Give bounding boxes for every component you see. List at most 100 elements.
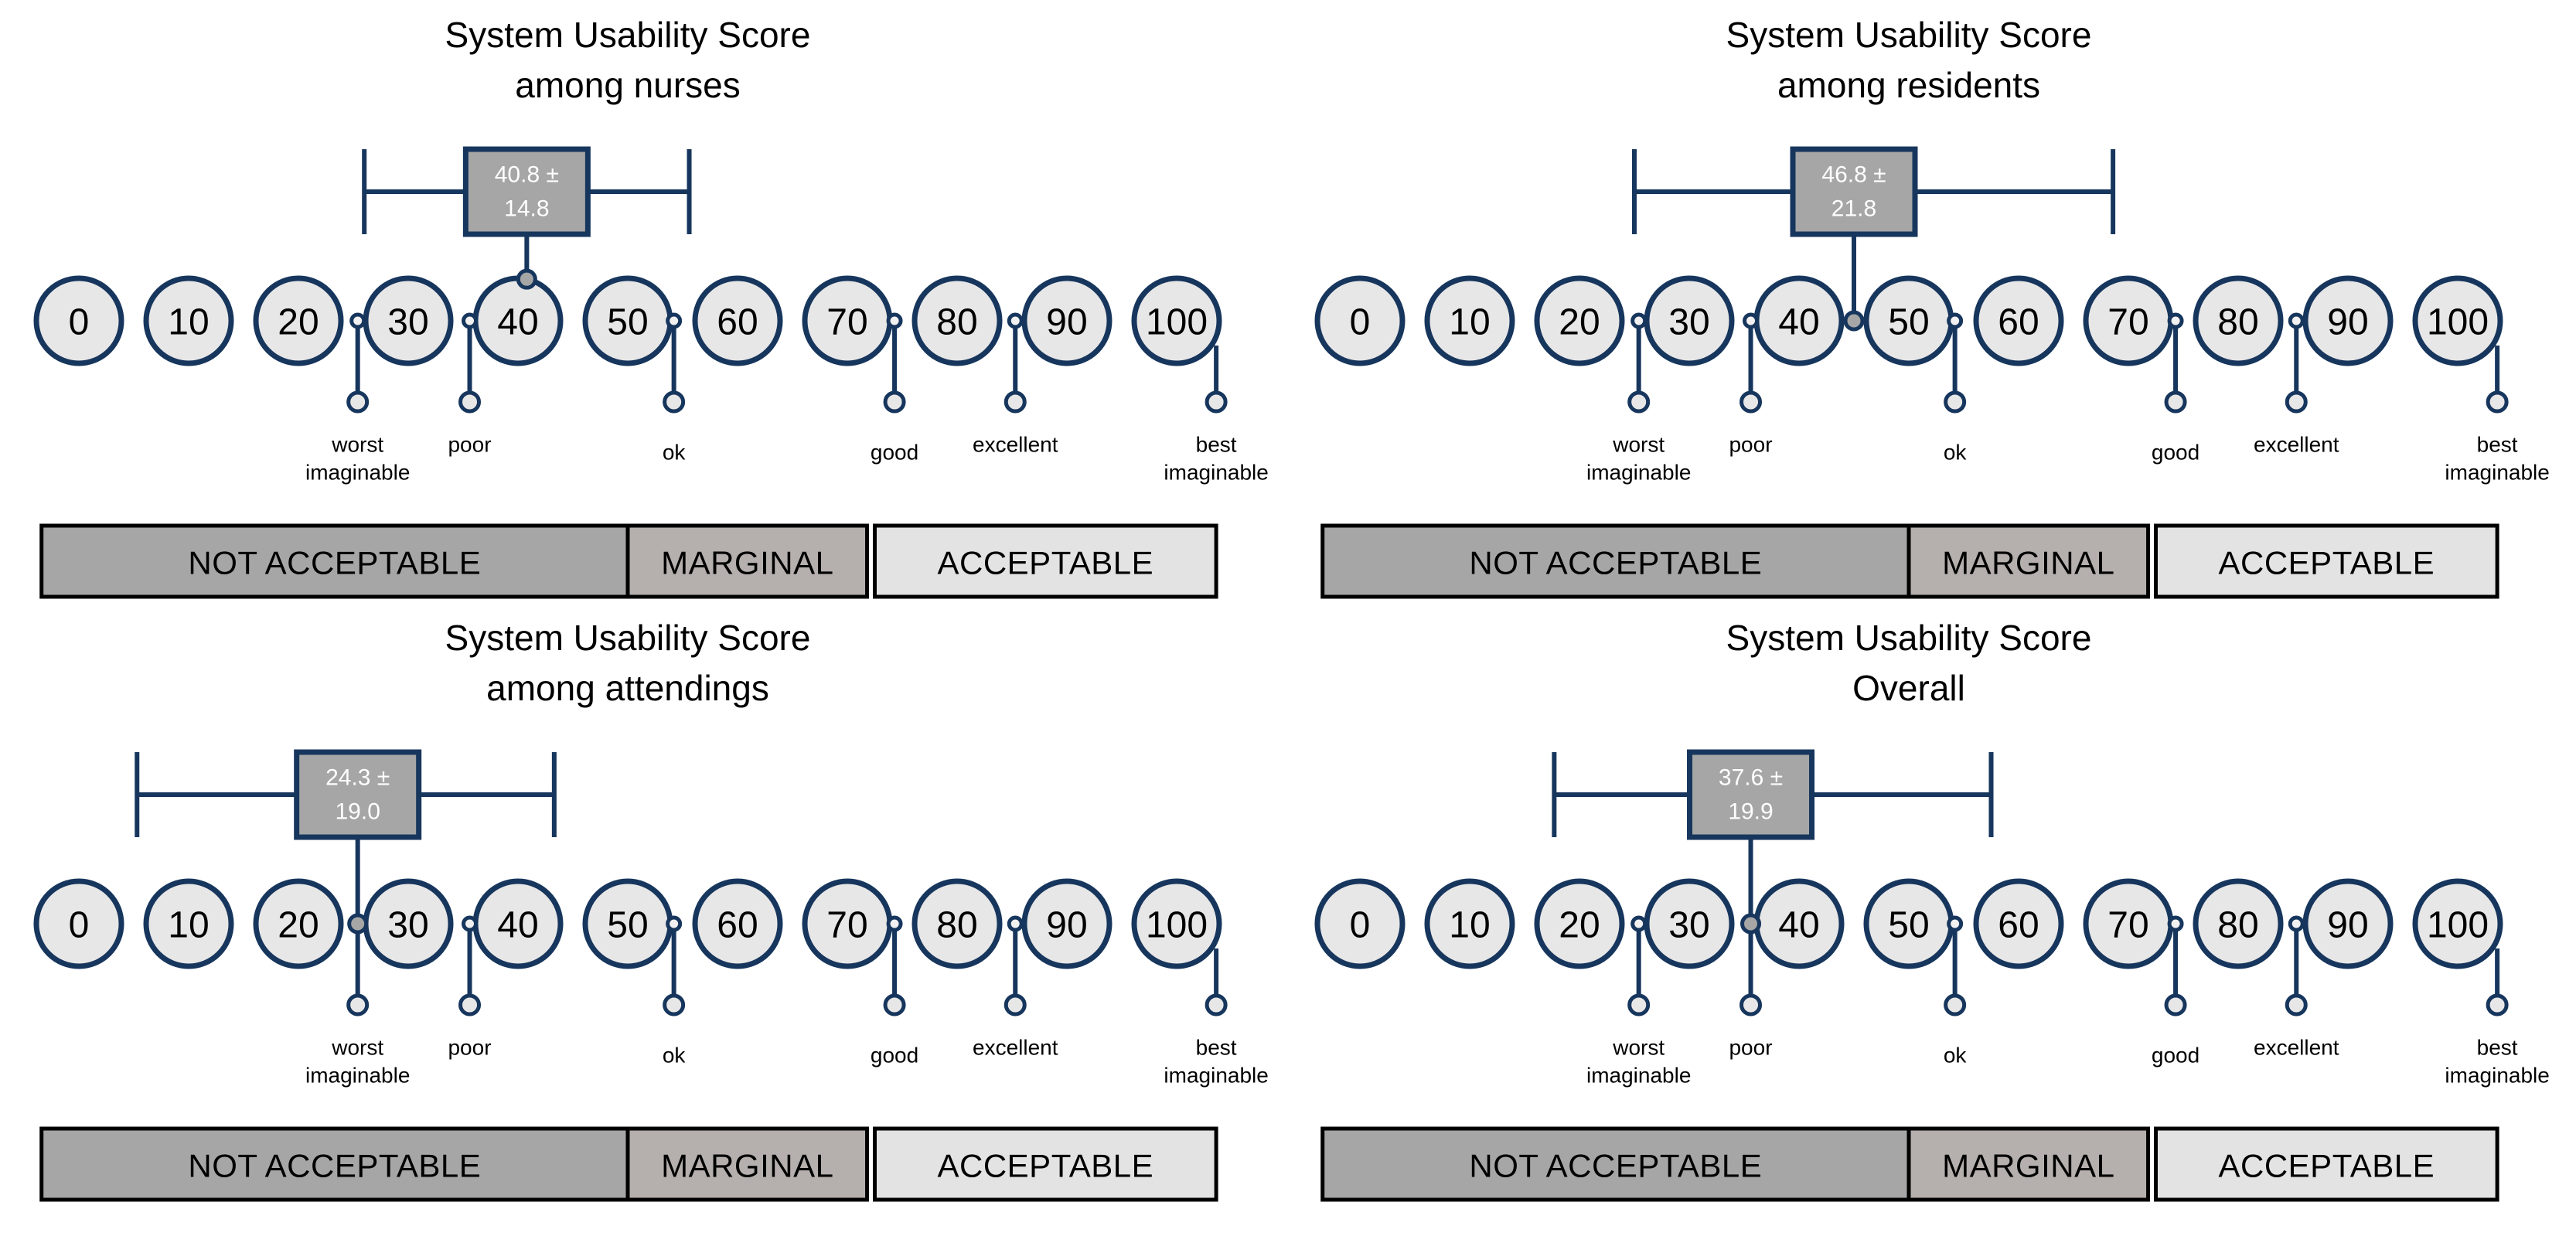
adjective-marker-bottom — [2164, 390, 2187, 414]
mean-dot — [1843, 310, 1865, 332]
segment-marginal-label: MARGINAL — [661, 1148, 833, 1184]
score-circle — [1534, 878, 1625, 969]
adjective-label: worst — [331, 433, 383, 457]
adjective-marker-bottom — [1003, 993, 1027, 1017]
adjective-marker-top — [462, 915, 479, 932]
acceptability-bar: NOT ACCEPTABLE MARGINAL ACCEPTABLE — [39, 1126, 1218, 1202]
error-bar: 40.8 ± 14.8 — [362, 146, 692, 280]
adjective-label: ok — [1944, 1044, 1968, 1068]
score-circle-label: 100 — [1146, 302, 1208, 343]
segment-marginal — [1906, 1126, 2151, 1202]
score-circle-label: 40 — [1778, 302, 1819, 343]
score-circle-label: 60 — [717, 302, 758, 343]
score-circle-label: 20 — [1559, 302, 1600, 343]
adjective-marker-top — [2288, 915, 2305, 932]
sd-value-label: 19.9 — [1728, 799, 1773, 825]
score-circle — [33, 275, 124, 366]
adjective-label: imaginable — [2445, 461, 2549, 485]
adjective-label: worst — [331, 1036, 383, 1060]
score-circle — [2412, 878, 2503, 969]
adjective-label: excellent — [2254, 1036, 2339, 1060]
score-circle — [253, 275, 344, 366]
score-circle-label: 10 — [168, 905, 209, 946]
mean-sd-box — [1790, 146, 1918, 237]
score-circle — [143, 275, 234, 366]
mean-dot — [347, 913, 369, 935]
adjective-label: best — [1196, 1036, 1237, 1060]
adjective-marker-bottom — [346, 390, 370, 414]
adjective-marker-bottom — [2164, 993, 2187, 1017]
panel-title-line2: among residents — [1777, 65, 2040, 105]
mean-value-label: 40.8 ± — [495, 162, 559, 188]
adjective-marker-bottom — [1739, 390, 1763, 414]
segment-acceptable-label: ACCEPTABLE — [937, 1148, 1153, 1184]
score-circle-label: 100 — [2427, 302, 2489, 343]
segment-marginal-label: MARGINAL — [1942, 1148, 2114, 1184]
adjective-label: ok — [663, 441, 687, 465]
adjective-marker-bottom — [663, 390, 686, 414]
mean-value-label: 37.6 ± — [1719, 765, 1783, 791]
mean-value-label: 46.8 ± — [1821, 162, 1886, 188]
segment-acceptable — [873, 1126, 1218, 1202]
score-circle-label: 50 — [1888, 302, 1929, 343]
adjective-marker-top — [2167, 312, 2184, 329]
score-circle-label: 50 — [1888, 905, 1929, 946]
score-circle-label: 60 — [1998, 302, 2039, 343]
adjective-marker-bottom — [2285, 993, 2308, 1017]
score-circle — [253, 878, 344, 969]
adjective-label: imaginable — [305, 461, 410, 485]
adjective-label: best — [2477, 1036, 2518, 1060]
score-circle-label: 70 — [2107, 302, 2148, 343]
adjective-marker-bottom — [1944, 993, 1967, 1017]
segment-not-acceptable-label: NOT ACCEPTABLE — [188, 545, 481, 581]
adjective-marker-bottom — [1944, 390, 1967, 414]
adjective-label: imaginable — [2445, 1064, 2549, 1088]
adjective-marker-top — [1630, 312, 1647, 329]
panel-title-line1: System Usability Score — [445, 618, 811, 658]
adjective-marker-bottom — [663, 993, 686, 1017]
score-circle — [692, 878, 783, 969]
score-circle-label: 90 — [2327, 905, 2368, 946]
score-circle-label: 100 — [2427, 905, 2489, 946]
sd-value-label: 19.0 — [335, 799, 380, 825]
score-circle-label: 0 — [69, 302, 90, 343]
adjective-label: excellent — [2254, 433, 2339, 457]
score-circle — [1424, 275, 1515, 366]
adjective-marker-bottom — [1739, 993, 1763, 1017]
score-circle-label: 0 — [1350, 302, 1371, 343]
score-circle-label: 90 — [1046, 302, 1087, 343]
score-circle-label: 60 — [717, 905, 758, 946]
sd-value-label: 14.8 — [504, 196, 549, 222]
adjective-marker-bottom — [1627, 993, 1651, 1017]
adjective-marker-bottom — [1003, 390, 1027, 414]
adjective-marker-top — [462, 312, 479, 329]
score-circle — [143, 878, 234, 969]
segment-marginal — [625, 523, 870, 599]
adjective-label: good — [2152, 1044, 2199, 1068]
score-circle — [911, 878, 1003, 969]
adjective-label: ok — [663, 1044, 687, 1068]
adjective-marker-top — [666, 915, 683, 932]
score-circle-label: 80 — [2217, 302, 2258, 343]
adjective-label: best — [2477, 433, 2518, 457]
adjective-label: worst — [1612, 433, 1665, 457]
score-circle-label: 50 — [607, 302, 648, 343]
error-bar: 24.3 ±19.0 — [135, 749, 557, 924]
score-circle-label: 20 — [278, 302, 319, 343]
adjective-label: ok — [1944, 441, 1968, 465]
adjective-label: worst — [1612, 1036, 1665, 1060]
adjective-label: poor — [1729, 1036, 1772, 1060]
score-circle — [1534, 275, 1625, 366]
adjective-marker-bottom — [2486, 390, 2509, 414]
segment-not-acceptable-label: NOT ACCEPTABLE — [188, 1148, 481, 1184]
